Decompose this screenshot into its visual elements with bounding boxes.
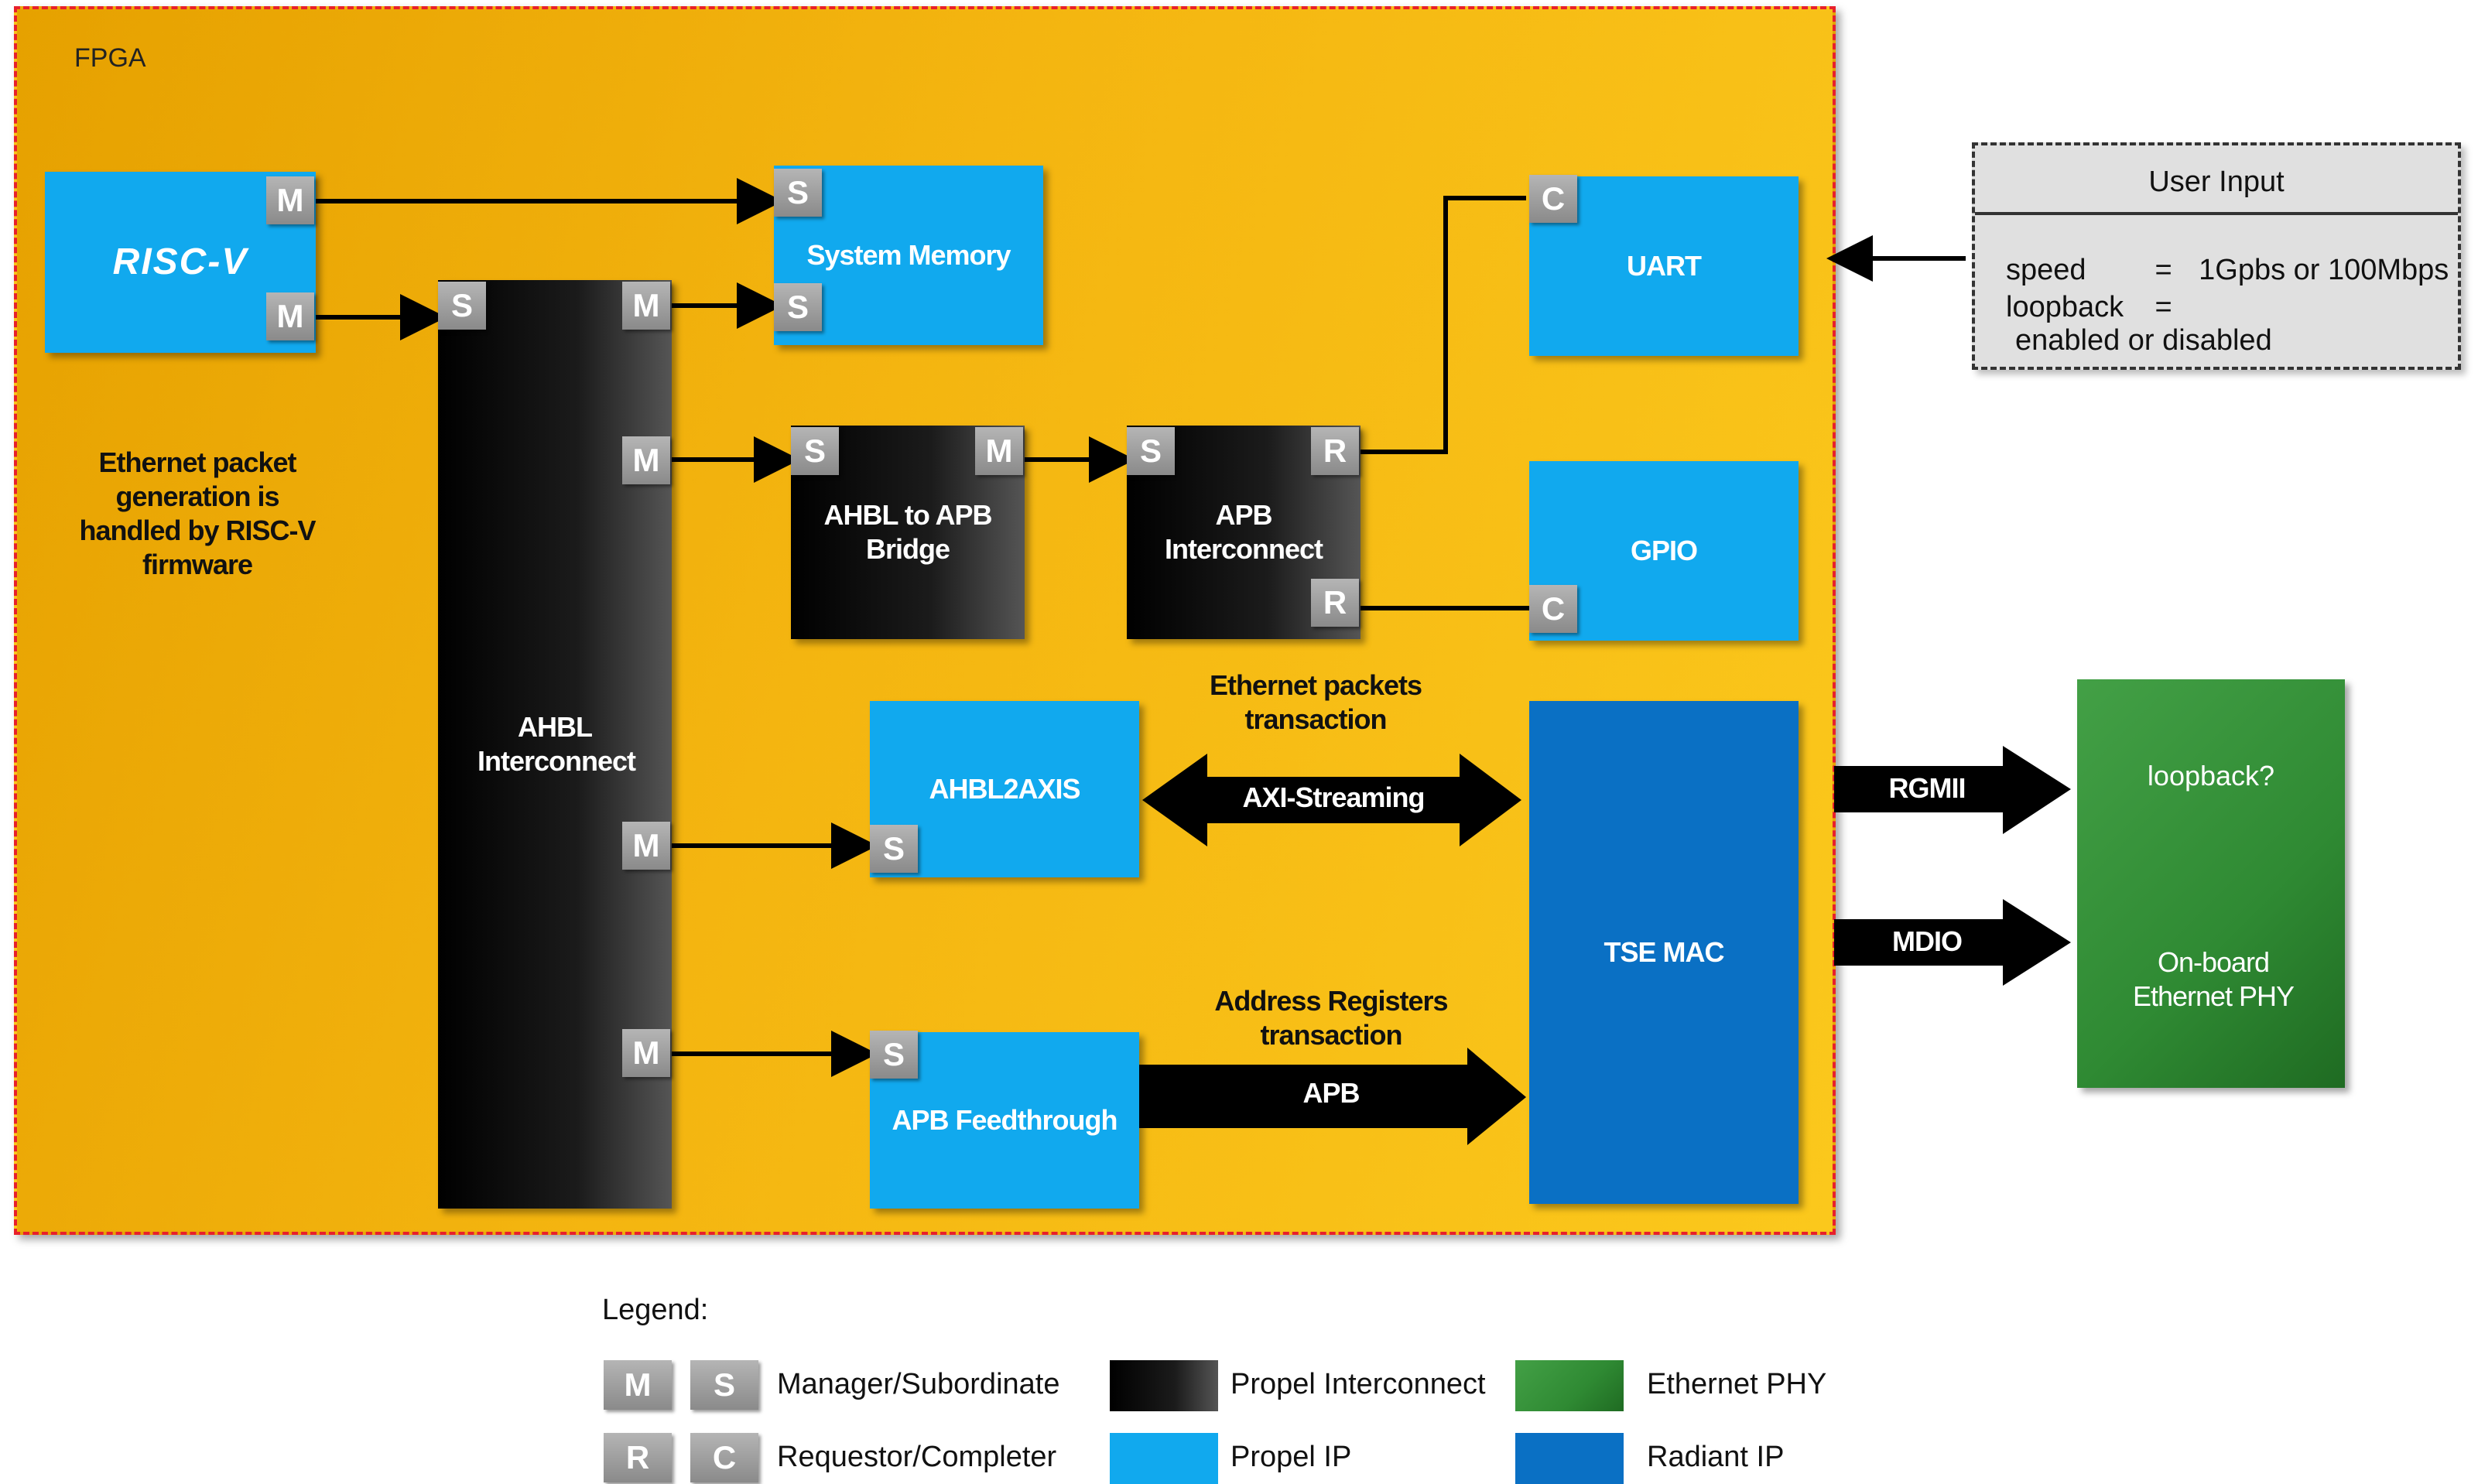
ethernet-phy-block	[2077, 679, 2345, 1088]
apb-feedthrough-label: APB Feedthrough	[892, 1104, 1118, 1136]
ahbl-interconnect-label: AHBL Interconnect	[477, 711, 636, 777]
apb-port-r1: R	[1311, 427, 1359, 475]
user-input-box: User Input speed = 1Gpbs or 100Mbps loop…	[1972, 142, 2461, 370]
axi-streaming-arrow	[1142, 754, 1521, 846]
ahbl-port-m1: M	[622, 282, 670, 330]
ahbl-port-s: S	[438, 282, 486, 330]
fpga-label: FPGA	[74, 43, 146, 73]
eth-packets-note: Ethernet packets transaction	[1209, 669, 1422, 735]
addr-regs-note: Address Registers transaction	[1214, 985, 1448, 1051]
risc-v-port-m2: M	[266, 292, 314, 340]
gpio-label: GPIO	[1630, 535, 1698, 566]
speed-key: speed	[2006, 254, 2086, 286]
ahbl-port-m2: M	[622, 436, 670, 484]
legend-manager-subordinate: Manager/Subordinate	[777, 1368, 1060, 1400]
rgmii-arrow	[1834, 746, 2071, 834]
legend-swatch-radiant-ip	[1515, 1433, 1624, 1484]
ahbl2axis-port-s: S	[870, 825, 918, 873]
apb-arrow	[1139, 1048, 1526, 1145]
user-input-title: User Input	[2148, 166, 2285, 198]
legend-swatch-propel-interconnect	[1110, 1360, 1218, 1411]
legend-port-c: C	[690, 1433, 758, 1482]
legend-ethernet-phy: Ethernet PHY	[1647, 1368, 1827, 1400]
legend-title: Legend:	[602, 1294, 709, 1326]
ethernet-note: Ethernet packet generation is handled by…	[79, 446, 316, 580]
loopback-key: loopback	[2006, 291, 2124, 323]
loopback-eq: =	[2155, 291, 2172, 323]
speed-value: 1Gpbs or 100Mbps	[2199, 254, 2449, 286]
mdio-arrow	[1834, 899, 2071, 986]
legend-port-r: R	[604, 1433, 672, 1482]
user-input-row-speed: speed = 1Gpbs or 100Mbps	[2006, 254, 2455, 287]
legend-swatch-ethernet-phy	[1515, 1360, 1624, 1411]
ahbl2axis-label: AHBL2AXIS	[929, 773, 1080, 805]
user-input-divider	[1975, 212, 2458, 215]
bridge-port-s: S	[791, 427, 839, 475]
uart-port-c: C	[1529, 175, 1577, 223]
uart-label: UART	[1627, 250, 1702, 282]
speed-eq: =	[2155, 254, 2172, 286]
loopback-value: enabled or disabled	[2015, 324, 2272, 357]
ahbl-port-m4: M	[622, 1029, 670, 1077]
sysmem-port-s2: S	[774, 283, 822, 331]
legend-propel-ip: Propel IP	[1230, 1441, 1352, 1473]
axi-streaming-label: AXI-Streaming	[1242, 781, 1425, 813]
system-memory-label: System Memory	[806, 239, 1011, 271]
tse-mac-block: TSE MAC	[1529, 701, 1799, 1204]
legend-requestor-completer: Requestor/Completer	[777, 1441, 1057, 1473]
ahbl-to-apb-bridge-label: AHBL to APB Bridge	[823, 499, 993, 565]
legend-propel-interconnect: Propel Interconnect	[1230, 1368, 1486, 1400]
risc-v-logo: RISC-V	[112, 241, 248, 282]
legend-port-m: M	[604, 1360, 672, 1410]
mdio-label: MDIO	[1892, 925, 1963, 957]
apb-port-r2: R	[1311, 579, 1359, 627]
apb-arrow-label: APB	[1302, 1077, 1360, 1109]
gpio-port-c: C	[1529, 585, 1577, 633]
apb-to-uart-line	[1359, 196, 1526, 454]
phy-loopback-label: loopback?	[2147, 760, 2275, 792]
feedthrough-port-s: S	[870, 1031, 918, 1079]
apb-port-s: S	[1127, 427, 1175, 475]
phy-name-label: On-board Ethernet PHY	[2132, 946, 2295, 1012]
rgmii-label: RGMII	[1888, 772, 1966, 804]
tse-mac-label: TSE MAC	[1604, 936, 1725, 968]
risc-v-port-m1: M	[266, 176, 314, 224]
ahbl-port-m3: M	[622, 822, 670, 870]
legend-radiant-ip: Radiant IP	[1647, 1441, 1785, 1473]
apb-interconnect-label: APB Interconnect	[1164, 499, 1323, 565]
legend-port-s: S	[690, 1360, 758, 1410]
legend-swatch-propel-ip	[1110, 1433, 1218, 1484]
sysmem-port-s1: S	[774, 169, 822, 217]
user-input-row-loopback: loopback = enabled or disabled	[2006, 291, 2455, 357]
bridge-port-m: M	[975, 427, 1023, 475]
